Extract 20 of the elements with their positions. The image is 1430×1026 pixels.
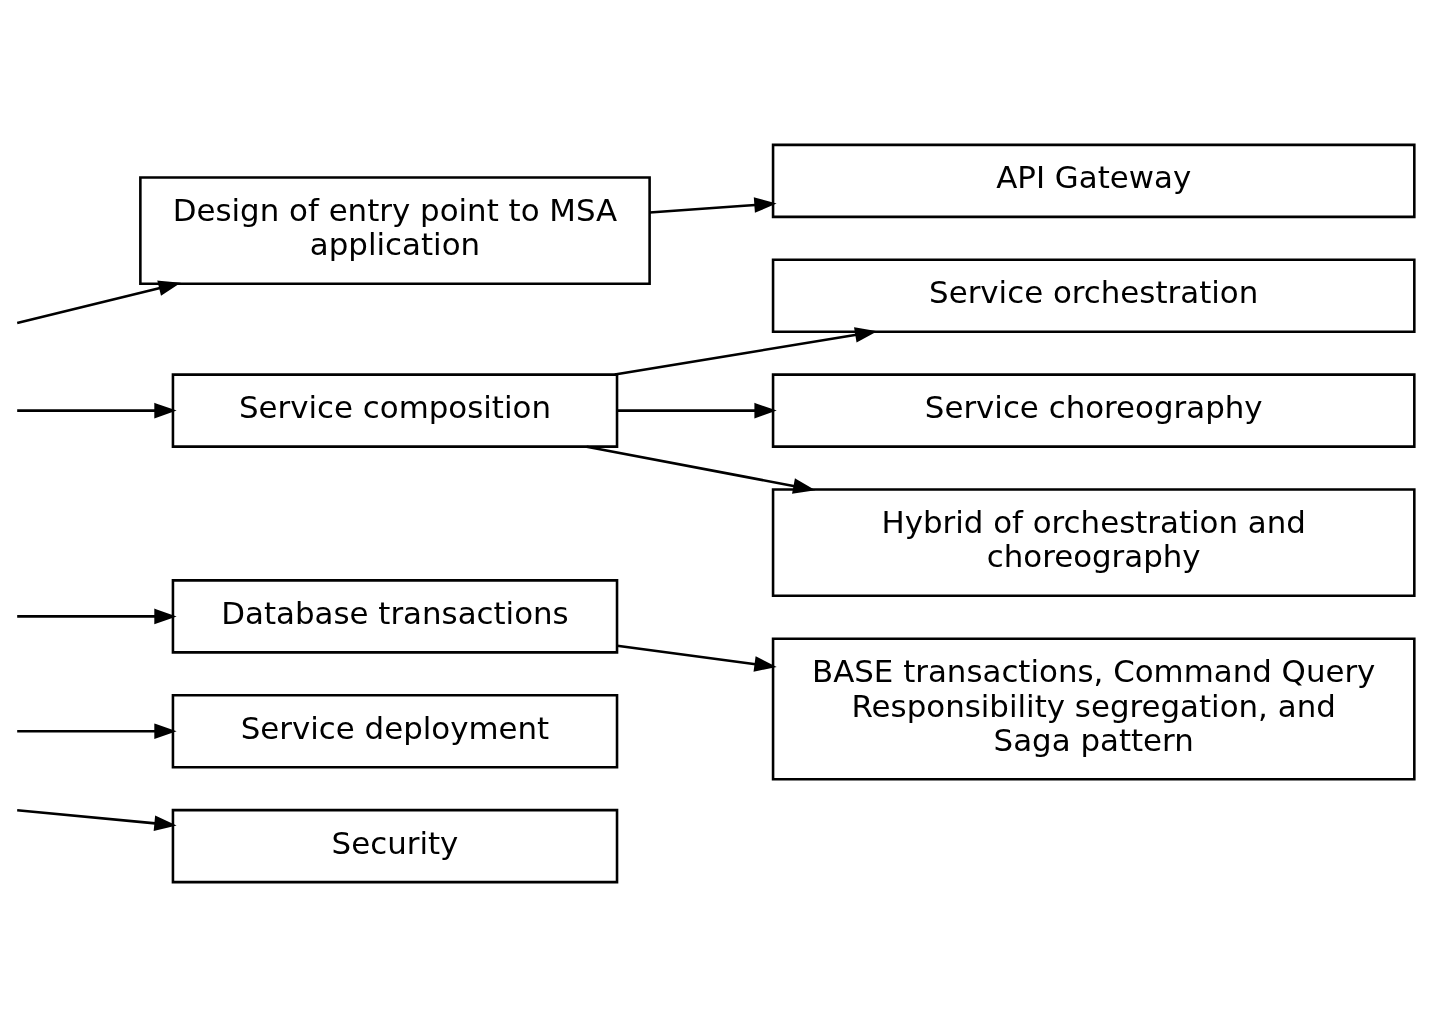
node-box: Service deployment	[171, 693, 619, 769]
arrow	[586, 444, 816, 494]
arrow	[617, 643, 777, 672]
arrow	[617, 402, 777, 418]
arrow	[17, 808, 177, 831]
arrow	[649, 196, 777, 214]
arrow	[17, 722, 177, 739]
node-box: Design of entry point to MSA application	[139, 175, 651, 285]
node-box: Service composition	[171, 372, 619, 448]
node-box: API Gateway	[771, 143, 1416, 218]
arrow	[614, 326, 878, 376]
arrow	[17, 608, 177, 624]
node-box: Service choreography	[771, 372, 1416, 448]
arrow	[16, 280, 181, 324]
node-box: BASE transactions, Command Query Responsibility segregation, and Saga pattern	[771, 636, 1416, 781]
node-box: Service orchestration	[771, 257, 1416, 333]
node-box: Security	[171, 808, 619, 883]
arrow	[17, 402, 177, 418]
node-box: Hybrid of orchestration and choreography	[771, 487, 1416, 597]
node-box: Database transactions	[171, 578, 619, 654]
